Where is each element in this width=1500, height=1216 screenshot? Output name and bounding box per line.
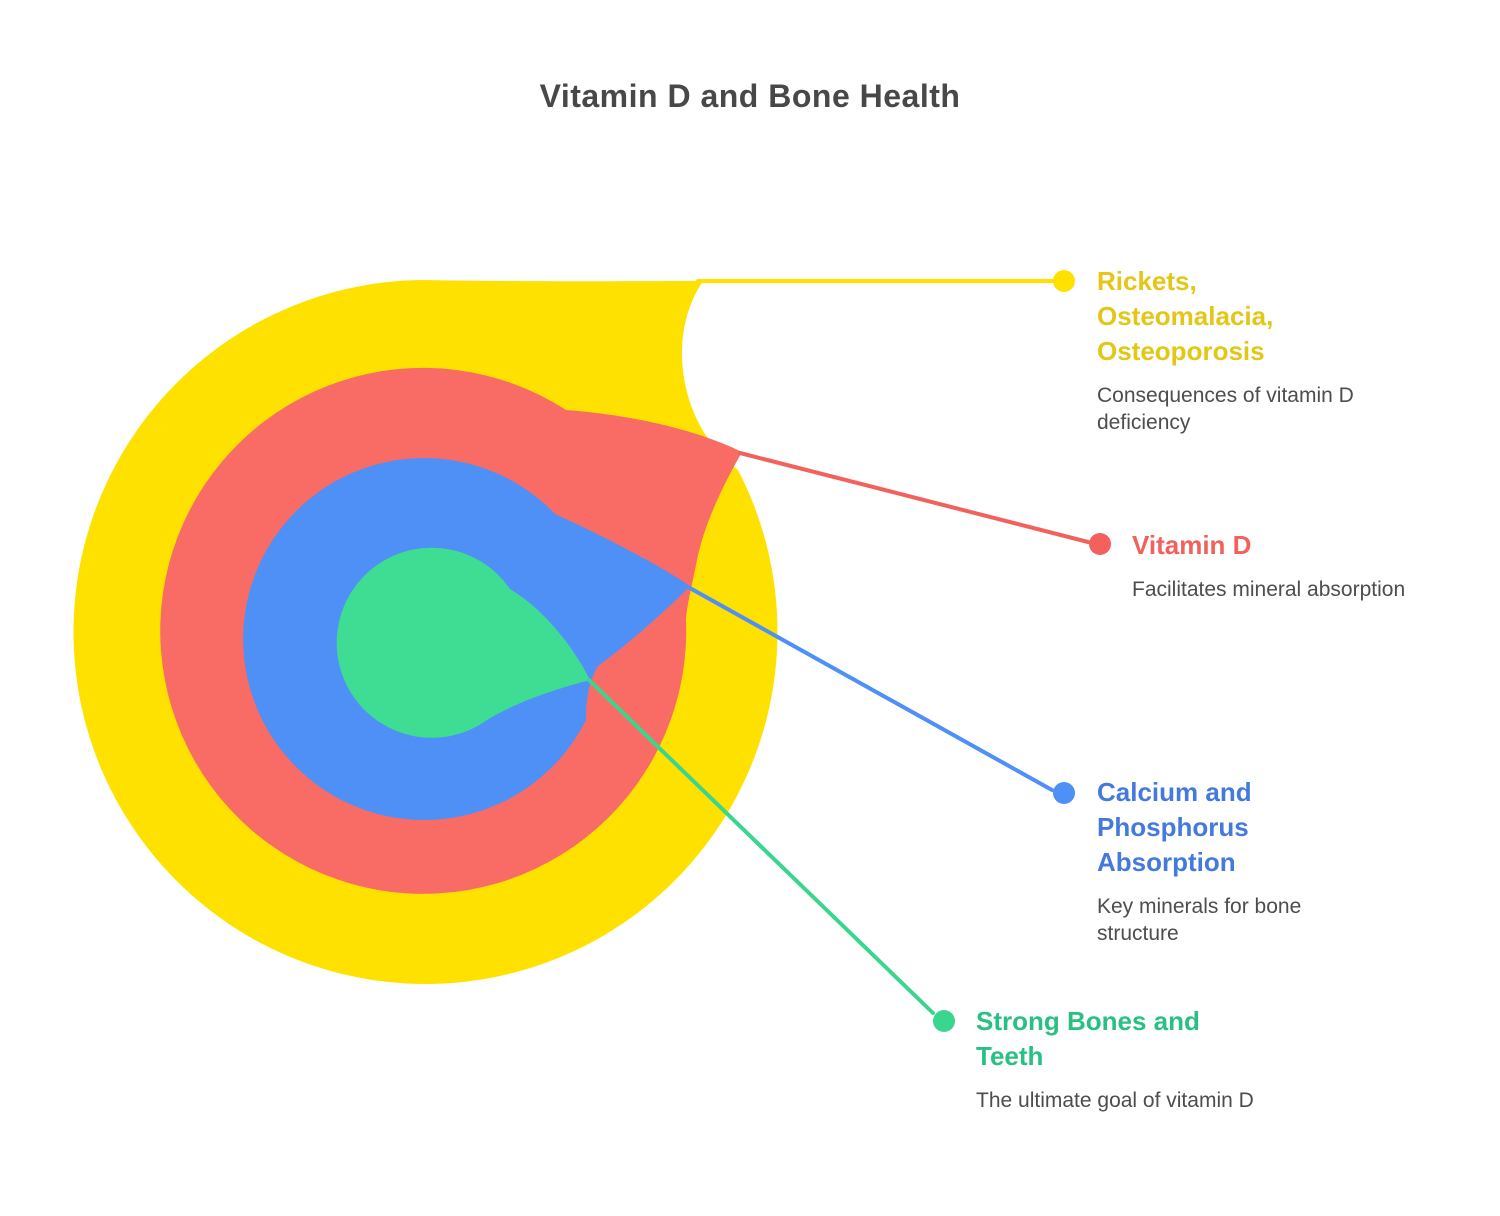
page-title: Vitamin D and Bone Health [539, 78, 961, 114]
leader-line-vitamin-d [738, 451, 1090, 544]
label-description-calcium-phosphorus: Key minerals for bone structure [1097, 895, 1302, 945]
label-description-vitamin-d: Facilitates mineral absorption [1132, 578, 1406, 601]
connector-dot-consequences [1053, 270, 1075, 292]
connector-dot-calcium-phosphorus [1053, 782, 1075, 804]
label-description-consequences: Consequences of vitamin D deficiency [1097, 384, 1354, 434]
blob-strong-bones [336, 547, 590, 738]
label-title-strong-bones: Strong Bones and Teeth [976, 1006, 1200, 1071]
label-title-consequences: Rickets, Osteomalacia, Osteoporosis [1097, 266, 1274, 366]
leader-line-strong-bones [587, 678, 935, 1015]
label-consequences: Rickets, Osteomalacia, Osteoporosis Cons… [1097, 264, 1407, 436]
leader-line-calcium-phosphorus [686, 585, 1054, 792]
label-vitamin-d: Vitamin D Facilitates mineral absorption [1132, 528, 1442, 603]
label-title-calcium-phosphorus: Calcium and Phosphorus Absorption [1097, 777, 1252, 877]
connector-dot-vitamin-d [1089, 533, 1111, 555]
label-title-vitamin-d: Vitamin D [1132, 530, 1252, 560]
label-strong-bones: Strong Bones and Teeth The ultimate goal… [976, 1004, 1306, 1114]
label-calcium-phosphorus: Calcium and Phosphorus Absorption Key mi… [1097, 775, 1407, 947]
label-description-strong-bones: The ultimate goal of vitamin D [976, 1089, 1254, 1112]
connector-dot-strong-bones [933, 1010, 955, 1032]
